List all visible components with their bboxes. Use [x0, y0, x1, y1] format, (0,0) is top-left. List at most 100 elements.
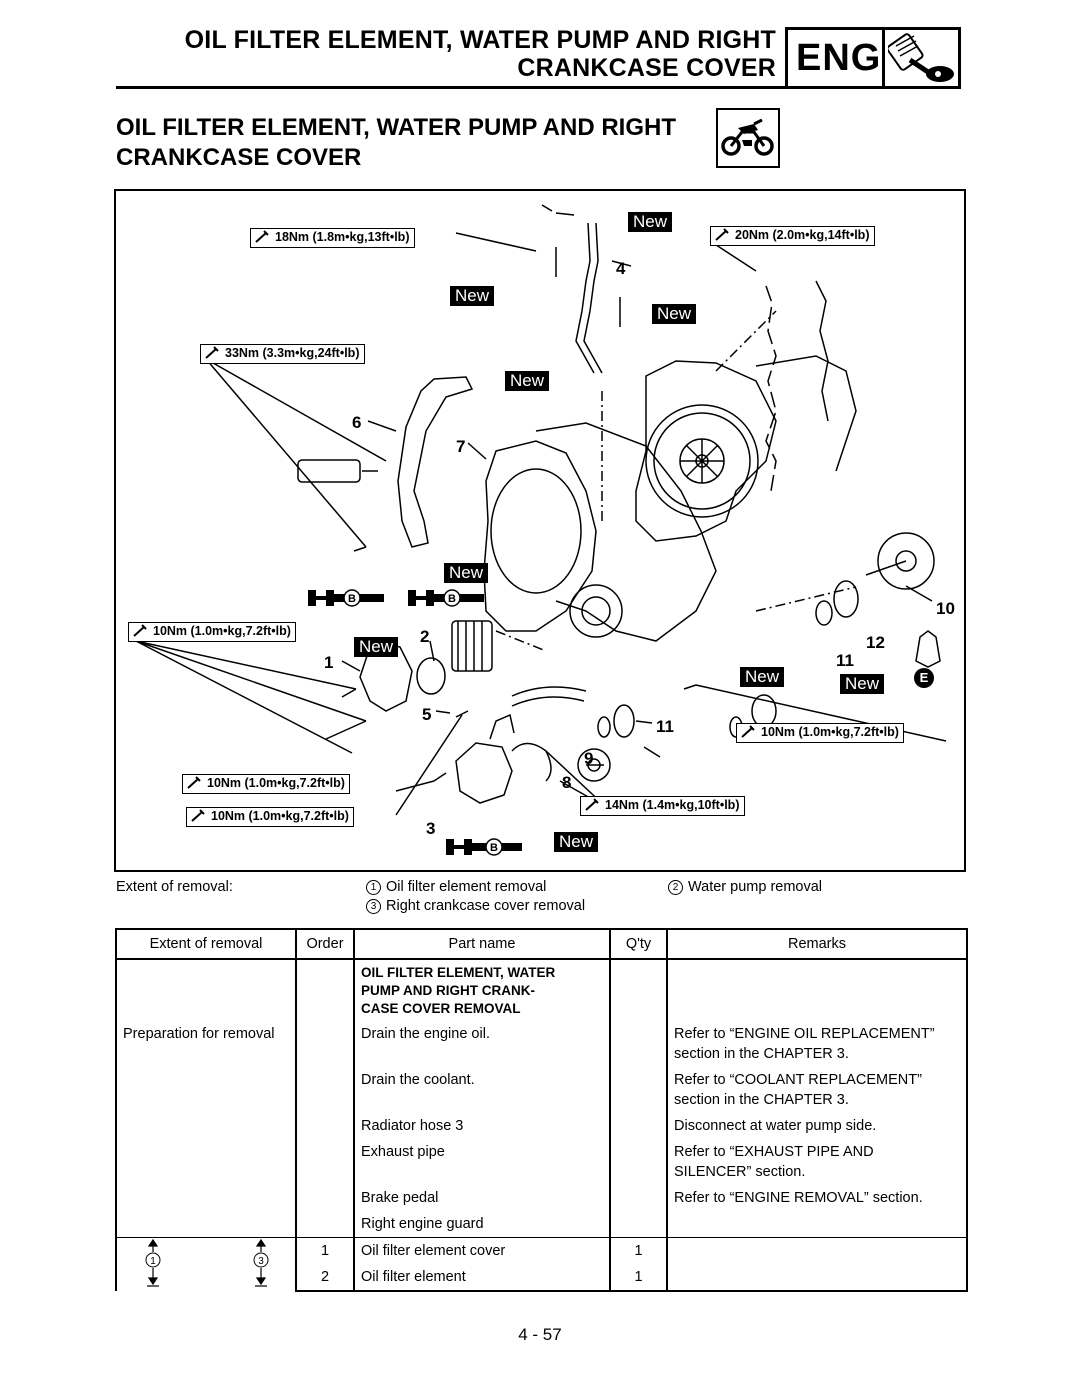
torque-spec-10nm-filter-cover: 10Nm (1.0m•kg,7.2ft•lb): [128, 622, 296, 642]
procedure-heading-line1: OIL FILTER ELEMENT, WATER: [361, 965, 556, 980]
circled-number: 2: [668, 880, 683, 895]
callout-10: 10: [936, 599, 955, 618]
remarks: Disconnect at water pump side.: [666, 1113, 968, 1139]
remarks-line1: Refer to “ENGINE OIL REPLACEMENT”: [674, 1026, 935, 1042]
motorcycle-icon-box: [716, 108, 780, 168]
part-name: Drain the engine oil.: [353, 1021, 611, 1067]
extent-label: Extent of removal:: [116, 879, 233, 895]
torque-spec-10nm-right: 10Nm (1.0m•kg,7.2ft•lb): [736, 723, 904, 743]
table-row-step: 2 Oil filter element 1: [116, 1264, 968, 1292]
running-header-line2: CRANKCASE COVER: [517, 54, 776, 82]
extent-range-marks: 1 3: [115, 1237, 297, 1291]
table-row: Drain the coolant. Refer to “COOLANT REP…: [115, 1067, 968, 1113]
procedure-heading-line2: PUMP AND RIGHT CRANK-: [361, 983, 535, 998]
new-part-tag: New: [450, 286, 495, 306]
section-title-line2: CRANKCASE COVER: [116, 144, 362, 171]
table-row-step: 1 3 1 Oil filter element cover 1: [115, 1237, 968, 1291]
torque-value: 10Nm (1.0m•kg,7.2ft•lb): [153, 624, 291, 638]
grease-b-icon: B: [446, 838, 522, 856]
part-name: Drain the coolant.: [353, 1067, 611, 1113]
part-name: Oil filter element: [353, 1264, 611, 1292]
remarks-line2: SILENCER” section.: [674, 1164, 806, 1180]
callout-7: 7: [456, 437, 466, 456]
remarks-line2: section in the CHAPTER 3.: [674, 1092, 849, 1108]
callout-8: 8: [562, 773, 572, 792]
part-name: Right engine guard: [353, 1211, 611, 1238]
extent-mark-a: 1: [150, 1256, 156, 1267]
callout-3: 3: [426, 819, 436, 838]
order-number: 2: [295, 1264, 355, 1292]
torque-value: 20Nm (2.0m•kg,14ft•lb): [735, 228, 870, 242]
torque-spec-10nm-pump-a: 10Nm (1.0m•kg,7.2ft•lb): [182, 774, 350, 794]
torque-value: 10Nm (1.0m•kg,7.2ft•lb): [211, 809, 349, 823]
exploded-view-diagram: 18Nm (1.8m•kg,13ft•lb) 20Nm (2.0m•kg,14f…: [114, 189, 966, 872]
procedure-heading-line3: CASE COVER REMOVAL: [361, 1001, 521, 1016]
table-row: Brake pedal Refer to “ENGINE REMOVAL” se…: [115, 1185, 968, 1211]
part-name: Radiator hose 3: [353, 1113, 611, 1139]
section-title-line1: OIL FILTER ELEMENT, WATER PUMP AND RIGHT: [116, 114, 677, 141]
table-row: Radiator hose 3 Disconnect at water pump…: [115, 1113, 968, 1139]
new-part-tag: New: [444, 563, 489, 583]
torque-spec-14nm: 14Nm (1.4m•kg,10ft•lb): [580, 796, 745, 816]
col-header-order: Order: [295, 928, 355, 960]
extent-item-text: Oil filter element removal: [386, 879, 547, 895]
extent-item-text: Right crankcase cover removal: [386, 898, 586, 914]
engine-oil-e-badge: E: [914, 668, 934, 688]
callout-5: 5: [422, 705, 432, 724]
badge-divider: [882, 30, 885, 86]
extent-item-text: Water pump removal: [688, 879, 823, 895]
motorcycle-icon: [721, 118, 774, 156]
extent-item-3: 3 Right crankcase cover removal: [366, 898, 585, 914]
grease-b-letter: B: [490, 842, 498, 854]
eng-section-badge: ENG: [785, 27, 961, 89]
col-header-remarks: Remarks: [666, 928, 968, 960]
torque-spec-33nm: 33Nm (3.3m•kg,24ft•lb): [200, 344, 365, 364]
part-name: Brake pedal: [353, 1185, 611, 1211]
torque-value: 33Nm (3.3m•kg,24ft•lb): [225, 346, 360, 360]
eng-label: ENG: [796, 37, 882, 79]
running-header-line1: OIL FILTER ELEMENT, WATER PUMP AND RIGHT: [184, 26, 776, 54]
torque-wrench-icon: [741, 725, 755, 738]
grease-b-letter: B: [448, 593, 456, 605]
torque-wrench-icon: [715, 228, 729, 241]
extent-item-2: 2 Water pump removal: [668, 879, 822, 895]
order-number: 1: [295, 1237, 355, 1264]
new-part-tag: New: [740, 667, 785, 687]
extent-mark-b: 3: [258, 1256, 264, 1267]
part-name: Oil filter element cover: [353, 1237, 611, 1264]
table-row: Preparation for removal Drain the engine…: [115, 1021, 968, 1067]
callout-2: 2: [420, 627, 430, 646]
grease-b-icon: B: [308, 589, 384, 607]
circled-number: 1: [366, 880, 381, 895]
callout-4: 4: [616, 259, 626, 278]
callout-11-right: 11: [836, 651, 854, 670]
torque-wrench-icon: [255, 230, 269, 243]
col-header-qty: Q'ty: [609, 928, 668, 960]
table-row: Exhaust pipe Refer to “EXHAUST PIPE AND …: [115, 1139, 968, 1185]
prep-label: Preparation for removal: [115, 1021, 297, 1067]
running-header-title: OIL FILTER ELEMENT, WATER PUMP AND RIGHT…: [140, 26, 776, 82]
remarks: Refer to “EXHAUST PIPE AND SILENCER” sec…: [666, 1139, 968, 1185]
engine-piston-icon: [888, 33, 954, 82]
torque-wrench-icon: [585, 798, 599, 811]
col-header-extent: Extent of removal: [115, 928, 297, 960]
removal-procedure-table: Extent of removal Order Part name Q'ty R…: [115, 928, 968, 1292]
new-part-tag: New: [505, 371, 550, 391]
callout-1: 1: [324, 653, 334, 672]
torque-value: 18Nm (1.8m•kg,13ft•lb): [275, 230, 410, 244]
torque-spec-18nm: 18Nm (1.8m•kg,13ft•lb): [250, 228, 415, 248]
remarks: Refer to “COOLANT REPLACEMENT” section i…: [666, 1067, 968, 1113]
torque-value: 10Nm (1.0m•kg,7.2ft•lb): [761, 725, 899, 739]
col-header-part: Part name: [353, 928, 611, 960]
remarks: Refer to “ENGINE OIL REPLACEMENT” sectio…: [666, 1021, 968, 1067]
table-row-heading: OIL FILTER ELEMENT, WATER PUMP AND RIGHT…: [115, 959, 968, 1021]
torque-wrench-icon: [187, 776, 201, 789]
grease-b-icon: B: [408, 589, 484, 607]
callout-12: 12: [866, 633, 885, 652]
circled-number: 3: [366, 899, 381, 914]
remarks-line2: section in the CHAPTER 3.: [674, 1046, 849, 1062]
torque-value: 14Nm (1.4m•kg,10ft•lb): [605, 798, 740, 812]
callout-11-lower: 11: [656, 717, 674, 736]
new-part-tag: New: [840, 674, 885, 694]
table-header-row: Extent of removal Order Part name Q'ty R…: [115, 928, 968, 960]
